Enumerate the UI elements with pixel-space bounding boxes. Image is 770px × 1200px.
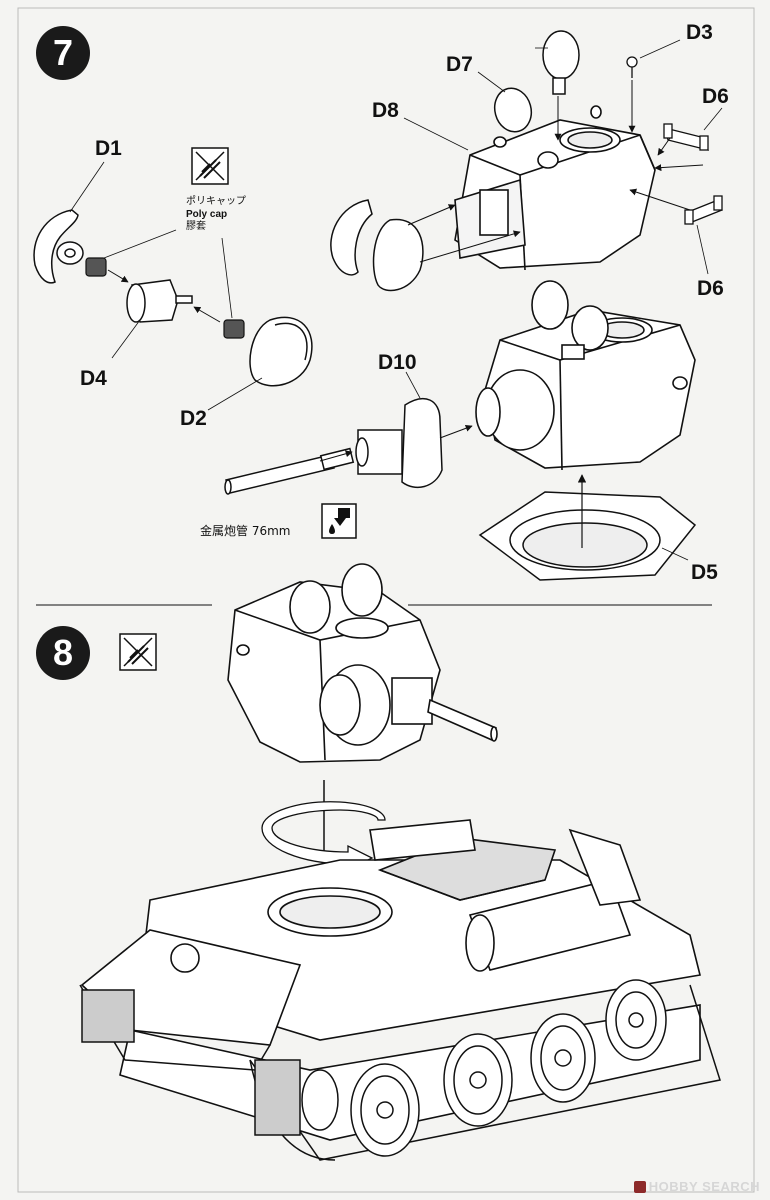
- poly-cap-cn: 膠套: [186, 221, 206, 232]
- step-number-badge: 8: [36, 626, 90, 680]
- part-d1: [33, 209, 84, 284]
- part-d6-bottom: [684, 195, 723, 225]
- part-d6-top: [663, 123, 709, 151]
- turret-upper: [454, 105, 656, 271]
- watermark: HOBBY SEARCH: [633, 1179, 760, 1194]
- part-d10: [355, 398, 443, 489]
- part-label-d3: D3: [686, 21, 713, 44]
- poly-cap-jp: ポリキャップ: [186, 196, 246, 207]
- poly-cap-note: ポリキャップ Poly cap 膠套: [186, 196, 246, 234]
- part-label-d5: D5: [691, 561, 718, 584]
- part-d4: [126, 279, 193, 323]
- poly-cap-en: Poly cap: [186, 208, 228, 220]
- part-label-d10: D10: [378, 351, 417, 374]
- turret-assembled-middle: [475, 280, 696, 471]
- watermark-text: HOBBY SEARCH: [648, 1179, 760, 1194]
- tank-tracks: [79, 984, 721, 1161]
- poly-cap-2: [223, 319, 245, 339]
- turret-final: [227, 563, 498, 763]
- part-label-d6: D6: [697, 277, 724, 300]
- part-label-d8: D8: [372, 99, 399, 122]
- road-wheels: [301, 979, 667, 1157]
- no-glue-icon: [119, 633, 157, 671]
- metal-barrel-note: 金属炮管 76mm: [200, 524, 291, 538]
- step-number-badge: 7: [36, 26, 90, 80]
- part-label-d2: D2: [180, 407, 207, 430]
- part-d5: [478, 491, 697, 581]
- metal-barrel: [224, 447, 355, 495]
- part-label-d6: D6: [702, 85, 729, 108]
- part-d7: [493, 30, 580, 133]
- poly-cap-1: [85, 257, 107, 277]
- part-d8: [330, 199, 424, 292]
- part-d3: [626, 56, 638, 78]
- part-d2: [249, 316, 313, 387]
- part-label-d7: D7: [446, 53, 473, 76]
- glue-drop-icon: [321, 503, 357, 539]
- part-label-d1: D1: [95, 137, 122, 160]
- no-glue-icon: [191, 147, 229, 185]
- hobby-search-logo-icon: [633, 1180, 646, 1193]
- part-label-d4: D4: [80, 367, 107, 390]
